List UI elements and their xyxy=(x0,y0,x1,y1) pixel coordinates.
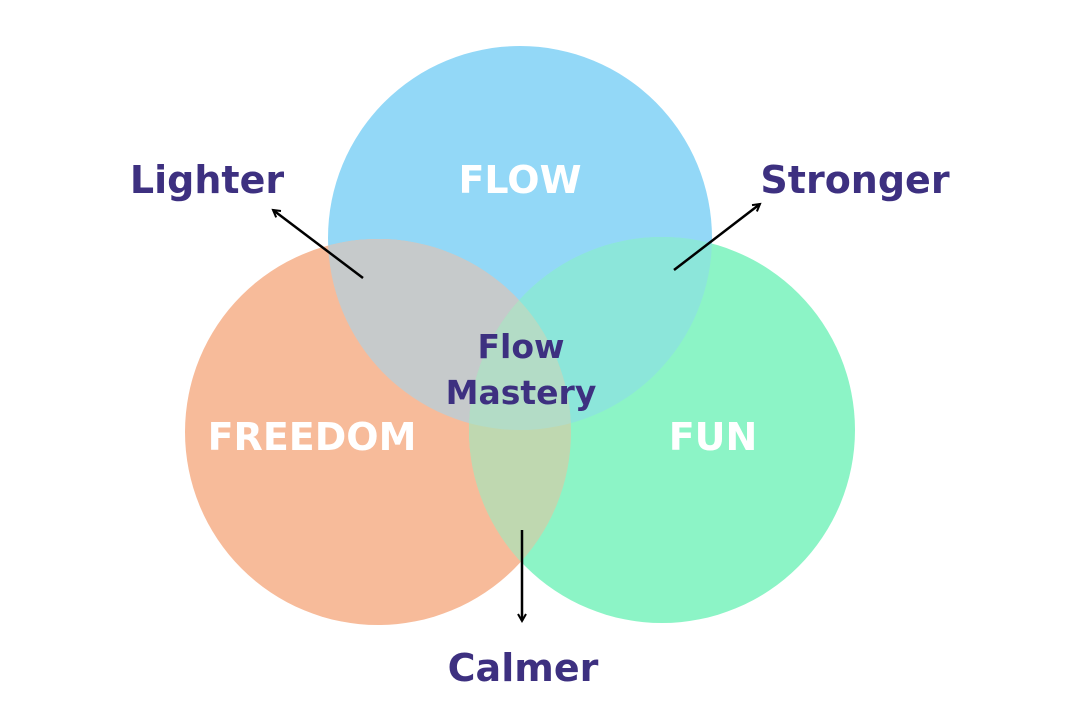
freedom-label: FREEDOM xyxy=(207,415,417,459)
outcome-calmer: Calmer xyxy=(447,646,599,690)
arrow-lighter xyxy=(273,210,364,279)
arrow-stronger xyxy=(673,204,760,271)
center-label: Flow Mastery xyxy=(446,324,597,416)
overlap-flow-fun xyxy=(469,237,712,430)
center-label-line2: Mastery xyxy=(445,373,597,412)
fun-label: FUN xyxy=(668,415,758,459)
center-label-line1: Flow xyxy=(477,327,565,366)
outcome-stronger: Stronger xyxy=(760,158,950,202)
outcome-lighter: Lighter xyxy=(129,158,285,202)
flow-label: FLOW xyxy=(458,158,582,202)
overlap-flow-freedom xyxy=(328,239,571,430)
